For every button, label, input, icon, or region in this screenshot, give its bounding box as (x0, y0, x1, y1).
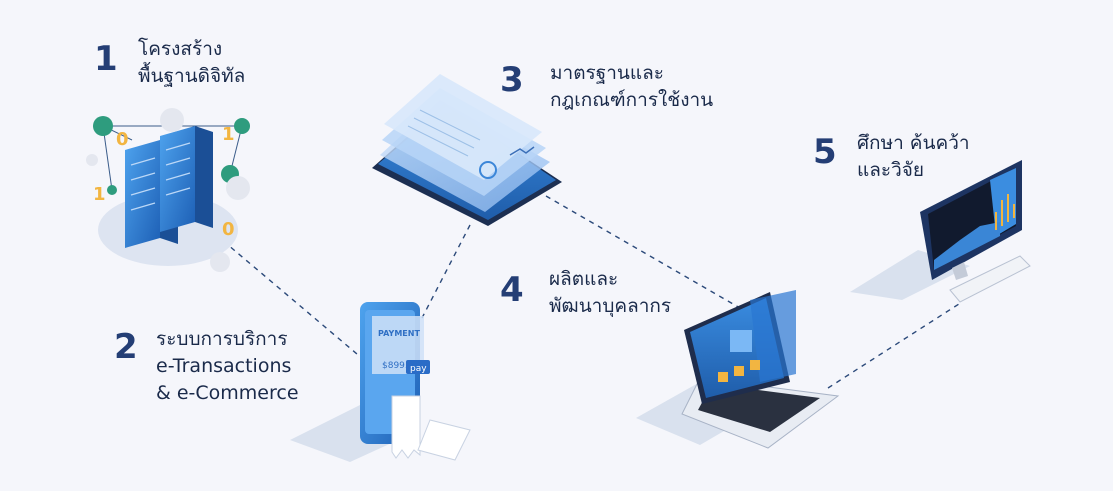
step-2-line-2: e-Transactions (156, 355, 292, 377)
connector-2-3 (421, 224, 471, 319)
mobile-payment-icon: PAYMENT $899.00 pay (290, 302, 471, 462)
monitor-chart-icon (850, 160, 1031, 303)
step-label-3: มาตรฐานและ กฎเกณฑ์การใช้งาน (550, 60, 713, 114)
connector-1-2 (207, 227, 358, 355)
step-2-line-1: ระบบการบริการ (156, 328, 288, 350)
svg-text:1: 1 (93, 184, 106, 205)
svg-text:1: 1 (222, 124, 235, 145)
step-number-2: 2 (114, 327, 138, 367)
connector-4-5 (827, 301, 963, 389)
connector-3-4 (545, 195, 741, 309)
step-4-line-1: ผลิตและ (549, 268, 619, 290)
step-4-line-2: พัฒนาบุคลากร (549, 295, 672, 317)
step-1-line-2: พื้นฐานดิจิทัล (138, 65, 246, 87)
step-label-1: โครงสร้าง พื้นฐานดิจิทัล (138, 36, 245, 90)
step-number-3: 3 (500, 60, 524, 100)
step-label-2: ระบบการบริการ e-Transactions & e-Commerc… (156, 326, 299, 407)
step-5-line-1: ศึกษา ค้นคว้า (857, 132, 970, 154)
payment-amount: $899.00 (382, 361, 419, 371)
svg-text:0: 0 (222, 219, 235, 240)
step-label-4: ผลิตและ พัฒนาบุคลากร (549, 266, 671, 320)
step-number-1: 1 (94, 39, 118, 79)
pay-button-label: pay (410, 364, 427, 374)
step-number-4: 4 (500, 270, 524, 310)
step-2-line-3: & e-Commerce (156, 382, 299, 404)
step-1-line-1: โครงสร้าง (138, 38, 223, 60)
payment-label: PAYMENT (378, 329, 420, 338)
server-rack-icon: 0 1 1 0 (86, 108, 250, 272)
connector-lines (207, 195, 963, 389)
step-5-line-2: และวิจัย (857, 159, 925, 181)
step-number-5: 5 (813, 132, 837, 172)
laptop-people-icon (636, 290, 840, 449)
step-3-line-1: มาตรฐานและ (550, 62, 664, 84)
tablet-document-icon (372, 74, 562, 226)
svg-text:0: 0 (116, 129, 129, 150)
step-label-5: ศึกษา ค้นคว้า และวิจัย (857, 130, 970, 184)
step-3-line-2: กฎเกณฑ์การใช้งาน (550, 89, 714, 111)
